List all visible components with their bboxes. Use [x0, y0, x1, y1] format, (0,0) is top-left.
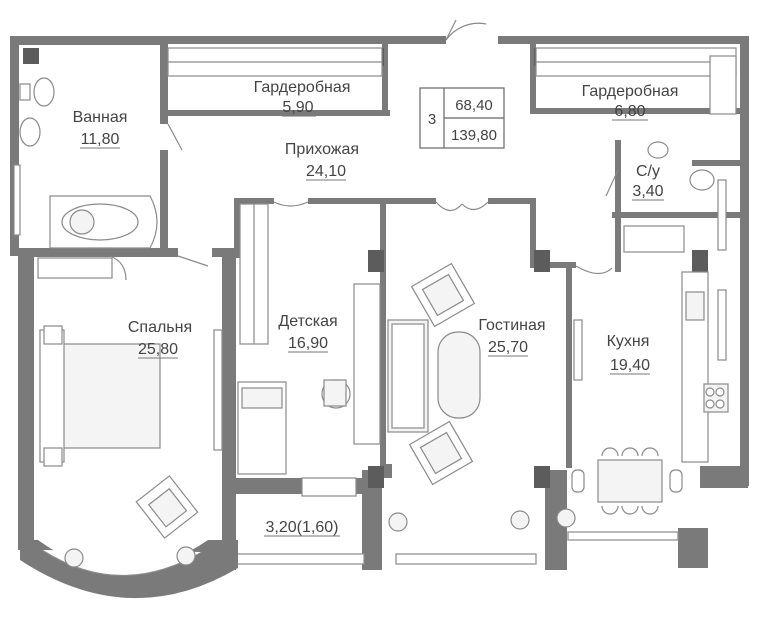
room-name: Гардеробная — [254, 79, 351, 96]
room-name: Ванная — [73, 109, 128, 126]
room-label-wardrobe-2: Гардеробная 6,80 — [582, 83, 679, 121]
room-area: 3,40 — [632, 183, 663, 200]
total-area-value: 139,80 — [451, 127, 497, 144]
room-name: С/у — [636, 163, 660, 180]
doors — [109, 19, 619, 281]
room-area: 24,10 — [306, 163, 346, 180]
rooms-count: 3 — [428, 111, 436, 128]
bedroom-furniture — [39, 325, 199, 539]
living-room-furniture — [387, 262, 481, 486]
living-area-value: 68,40 — [455, 97, 493, 114]
room-name: Гостиная — [478, 317, 545, 334]
room-label-living-room: Гостиная 25,70 — [478, 317, 546, 357]
wardrobes — [37, 47, 737, 345]
room-label-kitchen: Кухня 19,40 — [607, 333, 650, 375]
room-name: Кухня — [607, 333, 650, 350]
apartment-summary: 3 68,40 139,80 — [419, 87, 505, 149]
room-name: Детская — [278, 313, 337, 330]
room-area: 19,40 — [610, 357, 650, 374]
room-area: 25,80 — [138, 341, 178, 358]
room-area: 11,80 — [81, 131, 120, 148]
room-area: 16,90 — [288, 335, 328, 352]
plants — [64, 508, 576, 568]
balcony-area: 3,20(1,60) — [266, 519, 339, 536]
balcony-label: 3,20(1,60) — [264, 519, 340, 537]
room-area: 6,80 — [614, 103, 645, 120]
room-label-bathroom: Ванная 11,80 — [73, 109, 128, 149]
bathroom-fixtures — [19, 77, 715, 249]
room-label-hallway: Прихожая 24,10 — [285, 141, 359, 181]
room-area: 5,90 — [282, 99, 313, 116]
room-name: Гардеробная — [582, 83, 679, 100]
kids-room-furniture — [237, 283, 381, 497]
room-label-bedroom: Спальня 25,80 — [128, 319, 192, 359]
room-name: Прихожая — [285, 141, 359, 158]
outer-walls — [10, 36, 749, 570]
kitchen-furniture — [571, 225, 729, 515]
room-label-kids-room: Детская 16,90 — [278, 313, 338, 353]
room-area: 25,70 — [488, 339, 528, 356]
windows — [13, 164, 727, 565]
room-label-wc: С/у 3,40 — [632, 163, 664, 201]
room-label-wardrobe-1: Гардеробная 5,90 — [254, 79, 351, 117]
room-name: Спальня — [128, 319, 192, 336]
